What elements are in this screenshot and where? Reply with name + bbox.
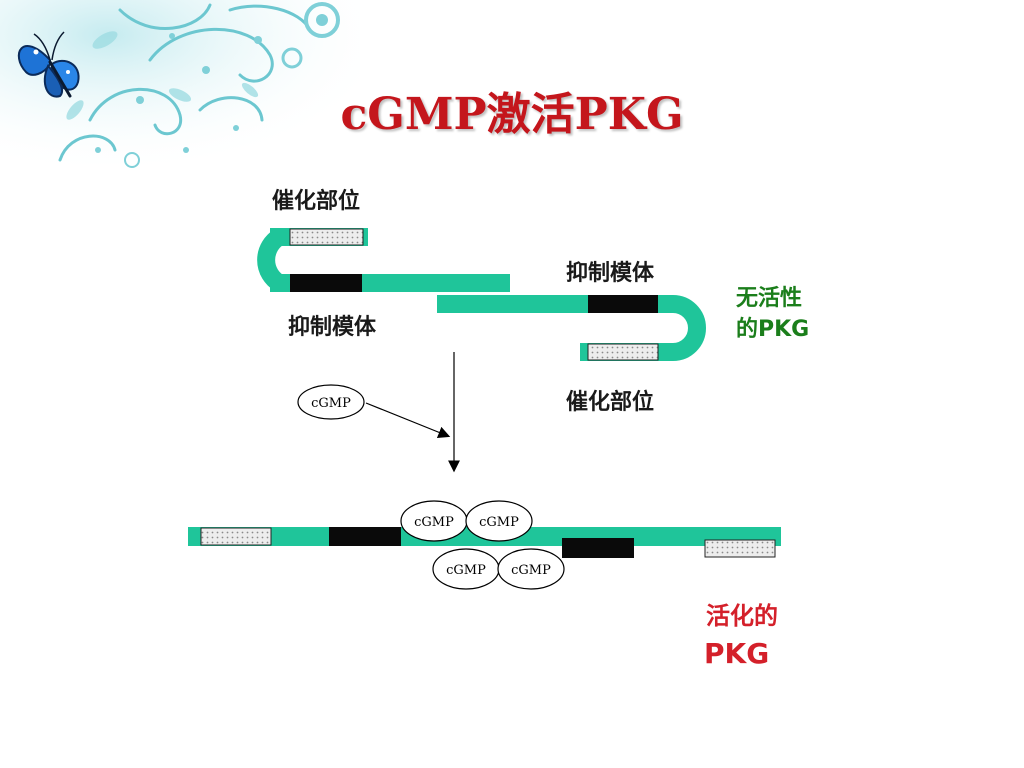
cgmp-label: cGMP: [511, 563, 551, 578]
active-pkg-label: PKG: [704, 637, 769, 670]
inactive-pkg: 催化部位 抑制模体 抑制模体 催化部位 无活性 的PKG: [257, 188, 809, 415]
inactive-pkg-label: 的PKG: [736, 316, 809, 342]
active-pkg-label: 活化的: [706, 602, 778, 630]
free-cgmp: cGMP: [297, 384, 365, 420]
catalytic-site-label: 催化部位: [566, 389, 654, 415]
catalytic-site: [289, 228, 364, 246]
cgmp-label: cGMP: [311, 396, 351, 411]
inhibitory-motif: [329, 527, 401, 546]
bound-cgmp: cGMP: [465, 500, 533, 542]
binding-arrow: [365, 402, 451, 438]
bound-cgmp: cGMP: [497, 548, 565, 590]
bound-cgmp: cGMP: [432, 548, 500, 590]
bound-cgmp: cGMP: [400, 500, 468, 542]
active-pkg: cGMP cGMP cGMP cGMP 活化的 PKG: [188, 500, 781, 670]
floral-ornament: [0, 0, 360, 175]
catalytic-site-label: 催化部位: [272, 188, 360, 214]
cgmp-label: cGMP: [414, 515, 454, 530]
catalytic-site: [704, 539, 776, 558]
catalytic-site: [200, 527, 272, 546]
inhibitory-motif: [290, 274, 362, 292]
slide-title: cGMP激活PKG: [340, 89, 684, 140]
butterfly-icon: [17, 31, 80, 98]
inhibitory-motif: [562, 538, 634, 558]
cgmp-label: cGMP: [479, 515, 519, 530]
inhibitory-motif-label: 抑制模体: [288, 315, 377, 340]
inactive-pkg-label: 无活性: [736, 286, 802, 311]
inhibitory-motif-label: 抑制模体: [566, 261, 655, 286]
cgmp-label: cGMP: [446, 563, 486, 578]
catalytic-site: [587, 343, 659, 361]
inhibitory-motif: [588, 295, 658, 313]
